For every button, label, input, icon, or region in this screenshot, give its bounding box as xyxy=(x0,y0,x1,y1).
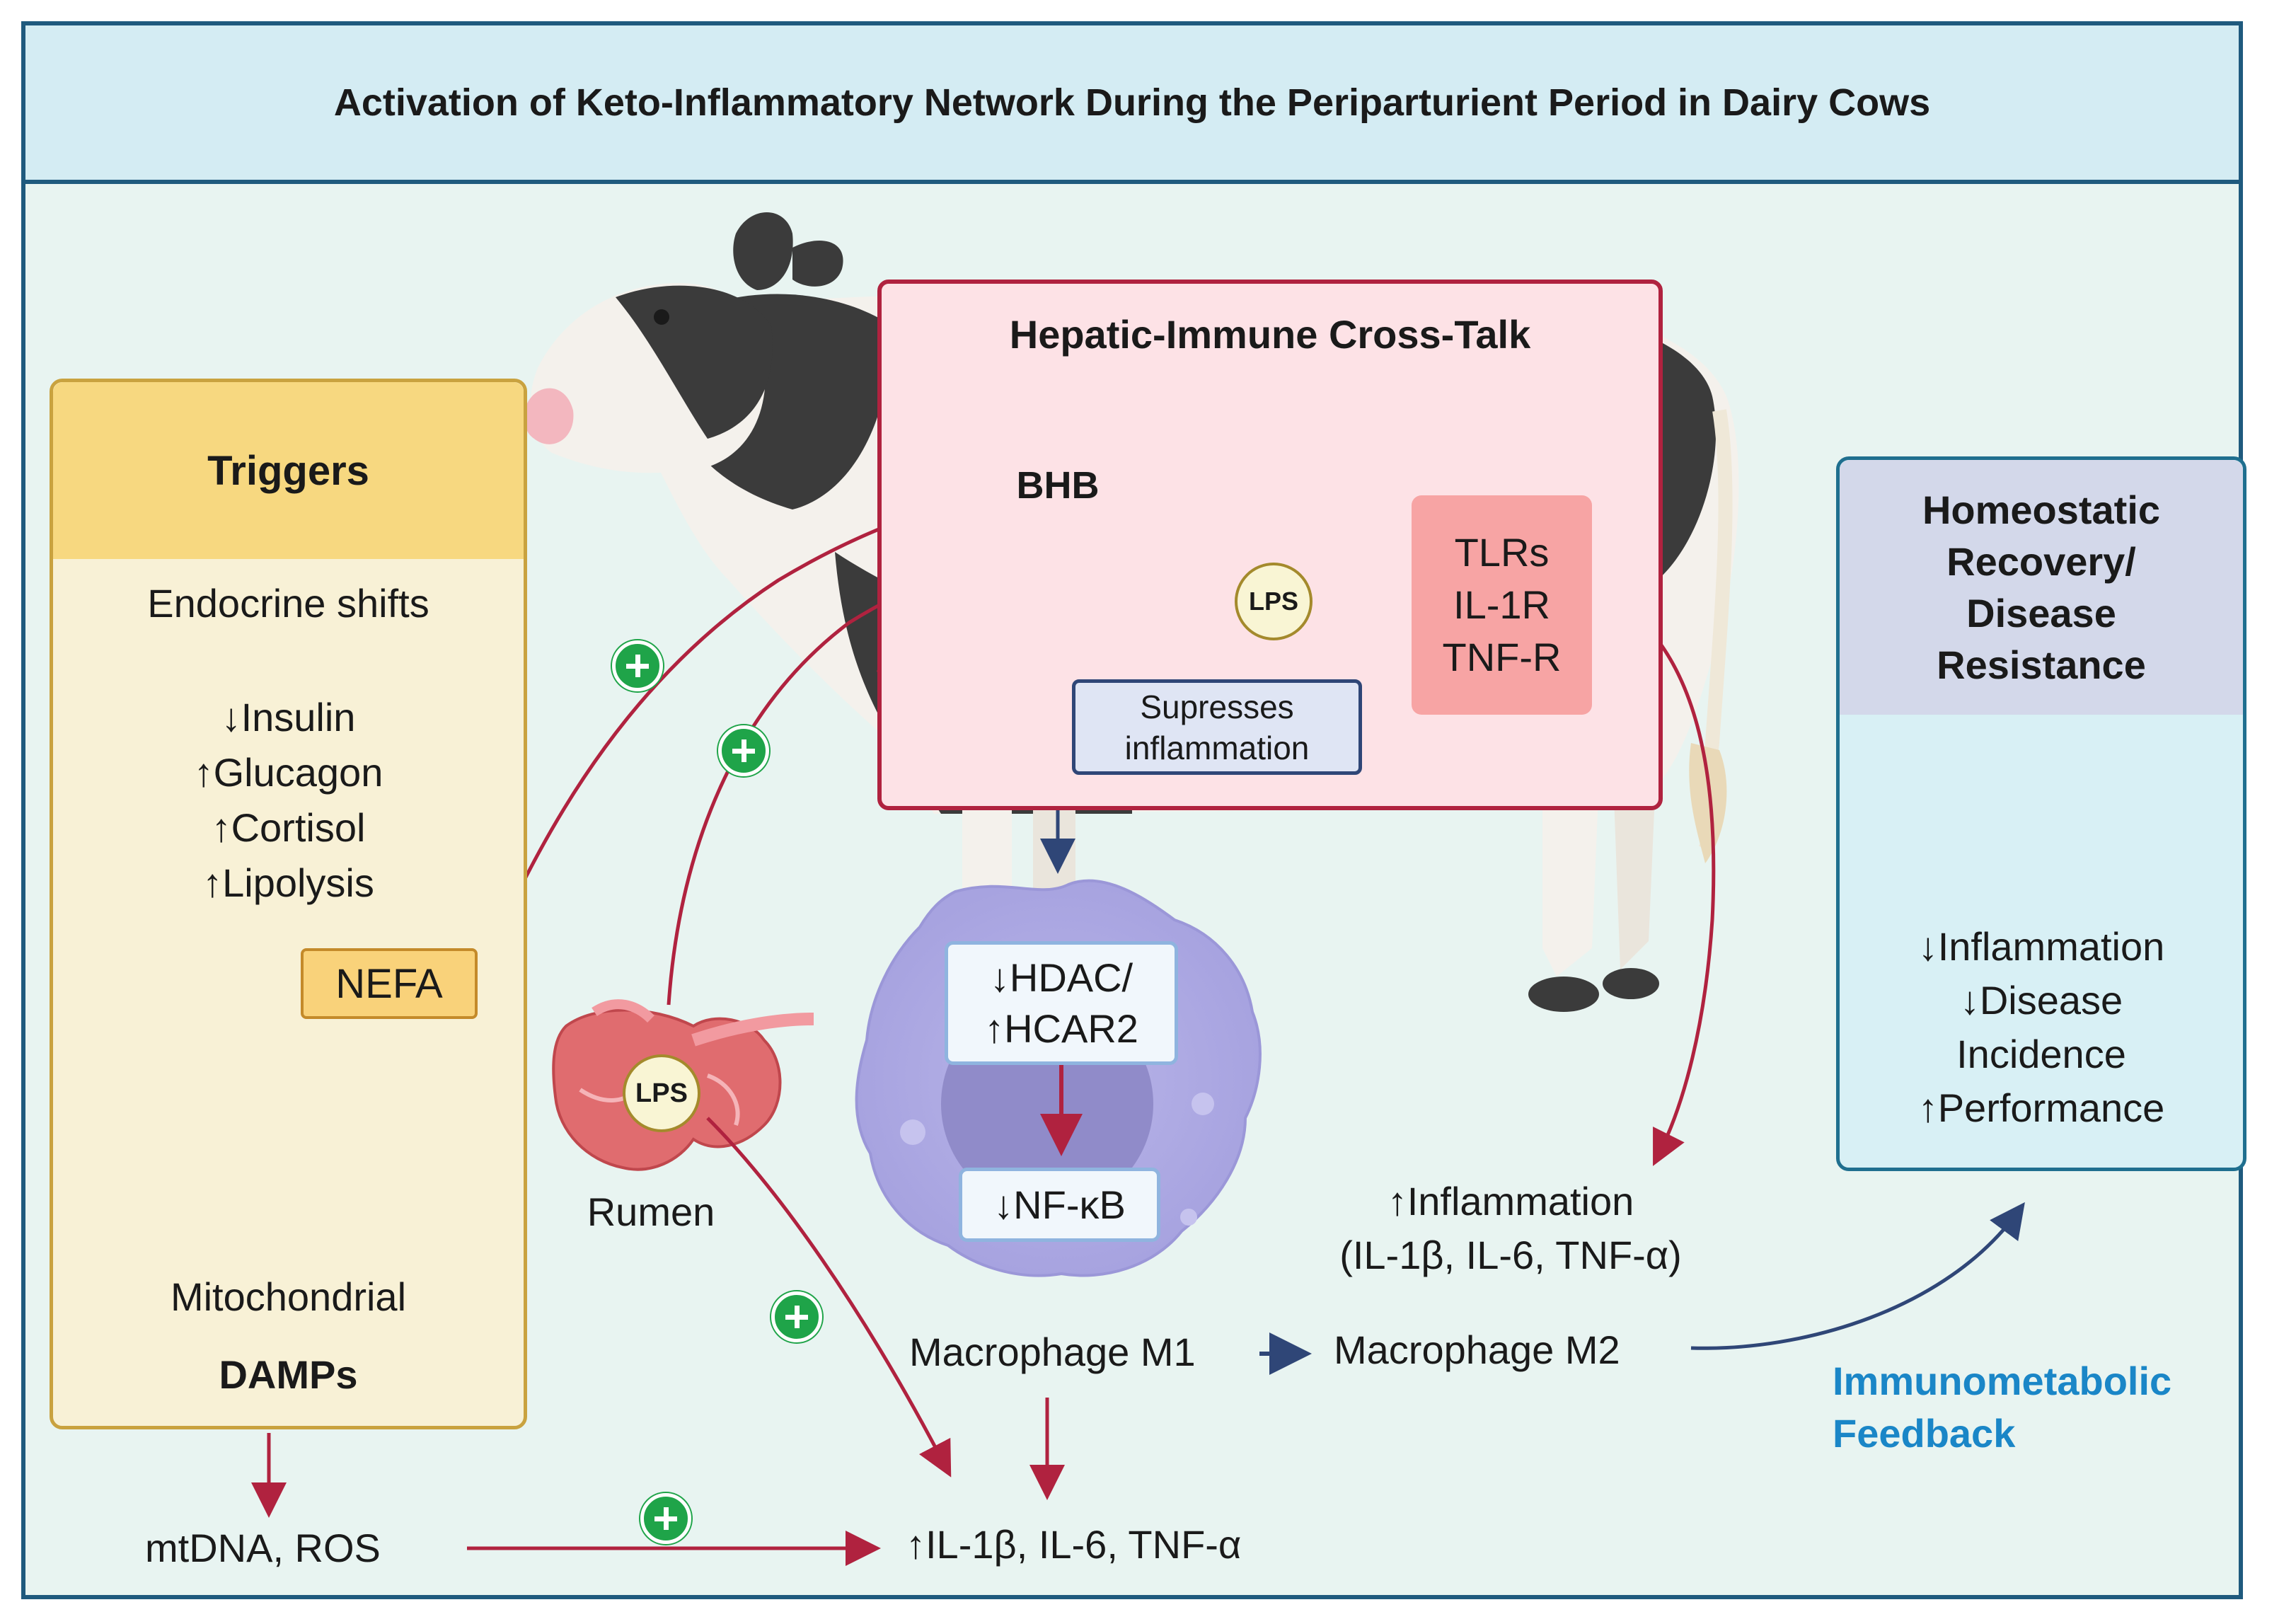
receptor-item: IL-1R xyxy=(1453,582,1550,627)
arrow-tlr-to-inflammation xyxy=(1626,607,1716,1166)
plus-icon xyxy=(640,1493,691,1544)
mtdna-ros-label: mtDNA, ROS xyxy=(145,1526,381,1570)
rumen-label: Rumen xyxy=(587,1190,715,1234)
endocrine-item: ↑Lipolysis xyxy=(202,860,374,905)
figure-title: Activation of Keto-Inflammatory Network … xyxy=(21,21,2243,184)
damps-label: DAMPs xyxy=(219,1352,358,1397)
hdac-line: ↑HCAR2 xyxy=(984,1006,1138,1051)
arrow-m2-to-homeostatic xyxy=(1690,1202,2025,1350)
feedback-line: Immunometabolic xyxy=(1833,1359,2172,1403)
outcome-item: Incidence xyxy=(1956,1032,2126,1076)
outcome-item: ↓Disease xyxy=(1959,978,2123,1023)
hdac-box: ↓HDAC/ ↑HCAR2 xyxy=(945,941,1178,1065)
outcome-item: ↑Performance xyxy=(1917,1085,2165,1130)
arrow-rumen-to-cytokines xyxy=(706,1117,952,1478)
outcome-item: ↓Inflammation xyxy=(1917,924,2165,969)
homeostatic-panel: Homeostatic Recovery/ Disease Resistance xyxy=(1836,456,2246,1171)
homeostatic-heading-line: Disease xyxy=(1966,591,2116,635)
mitochondrial-label: Mitochondrial xyxy=(170,1274,407,1319)
endocrine-list: ↓Insulin ↑Glucagon ↑Cortisol ↑Lipolysis xyxy=(50,690,527,911)
endocrine-heading: Endocrine shifts xyxy=(147,581,429,626)
nefa-box: NEFA xyxy=(301,948,478,1019)
lps-hepatic: LPS xyxy=(1235,563,1313,640)
macrophage-m1-label: Macrophage M1 xyxy=(909,1330,1196,1374)
macrophage-m2-label: Macrophage M2 xyxy=(1334,1328,1620,1372)
receptor-box: TLRs IL-1R TNF-R xyxy=(1412,495,1592,715)
homeostatic-heading-line: Resistance xyxy=(1937,643,2146,687)
homeostatic-heading: Homeostatic Recovery/ Disease Resistance xyxy=(1840,460,2243,715)
nfkb-box: ↓NF-κB xyxy=(959,1168,1160,1242)
inflammation-line: (IL-1β, IL-6, TNF-α) xyxy=(1339,1233,1682,1277)
feedback-line: Feedback xyxy=(1833,1411,2016,1456)
inflammation-line: ↑Inflammation xyxy=(1387,1179,1634,1223)
receptor-item: TLRs xyxy=(1454,530,1550,575)
endocrine-item: ↑Glucagon xyxy=(193,750,383,795)
homeostatic-heading-line: Recovery/ xyxy=(1946,539,2136,584)
hdac-line: ↓HDAC/ xyxy=(989,955,1133,1000)
receptor-item: TNF-R xyxy=(1442,635,1562,679)
lps-rumen: LPS xyxy=(623,1054,700,1132)
homeostatic-heading-line: Homeostatic xyxy=(1922,488,2161,532)
plus-icon xyxy=(771,1291,822,1342)
cytokines-label: ↑IL-1β, IL-6, TNF-α xyxy=(906,1522,1242,1567)
inflammation-up: ↑Inflammation (IL-1β, IL-6, TNF-α) xyxy=(1313,1175,1709,1282)
plus-icon xyxy=(612,640,663,691)
plus-icon xyxy=(718,725,769,776)
hepatic-heading: Hepatic-Immune Cross-Talk xyxy=(1009,312,1531,357)
endocrine-item: ↑Cortisol xyxy=(211,805,366,850)
triggers-heading: Triggers xyxy=(53,382,524,559)
homeostatic-outcomes: ↓Inflammation ↓Disease Incidence ↑Perfor… xyxy=(1836,920,2246,1135)
suppress-line: inflammation xyxy=(1124,729,1310,766)
triggers-panel: Triggers xyxy=(50,379,527,1429)
immunometabolic-feedback: Immunometabolic Feedback xyxy=(1833,1355,2257,1460)
suppress-line: Supresses xyxy=(1140,688,1294,725)
bhb-label: BHB xyxy=(1016,464,1100,507)
endocrine-item: ↓Insulin xyxy=(221,695,356,739)
suppress-inflammation-box: Supresses inflammation xyxy=(1072,679,1362,775)
